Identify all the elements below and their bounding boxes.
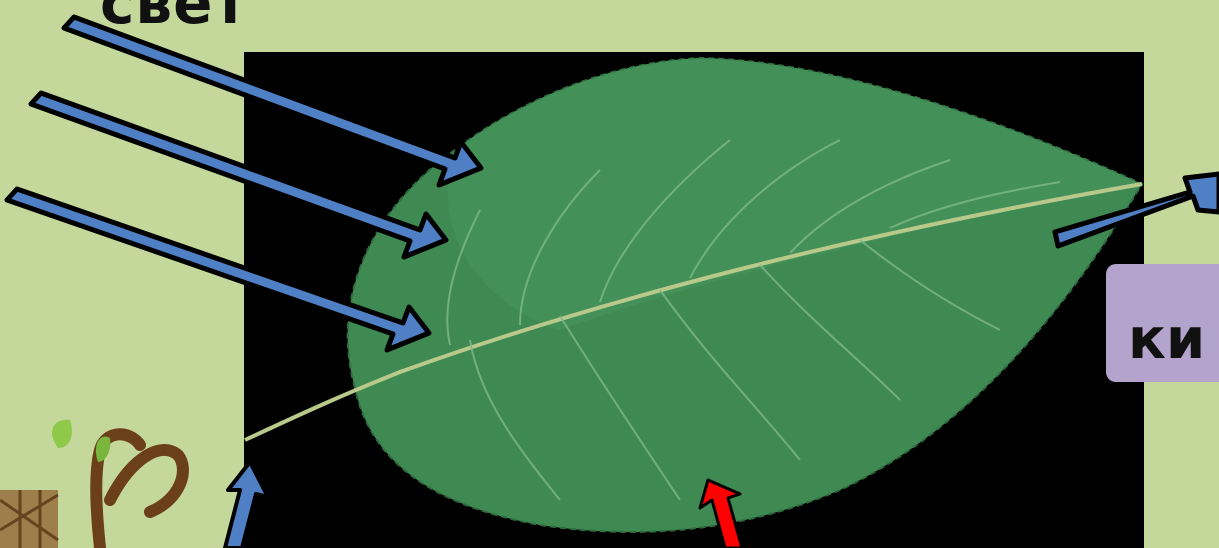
light-title: свет [100,0,248,32]
sprout-illustration [0,420,183,548]
sprout-stem [96,434,183,548]
light-arrow [64,17,481,185]
sprout-leaf-1 [52,420,72,448]
water-arrow [225,462,268,548]
output-label: ки [1128,312,1205,368]
